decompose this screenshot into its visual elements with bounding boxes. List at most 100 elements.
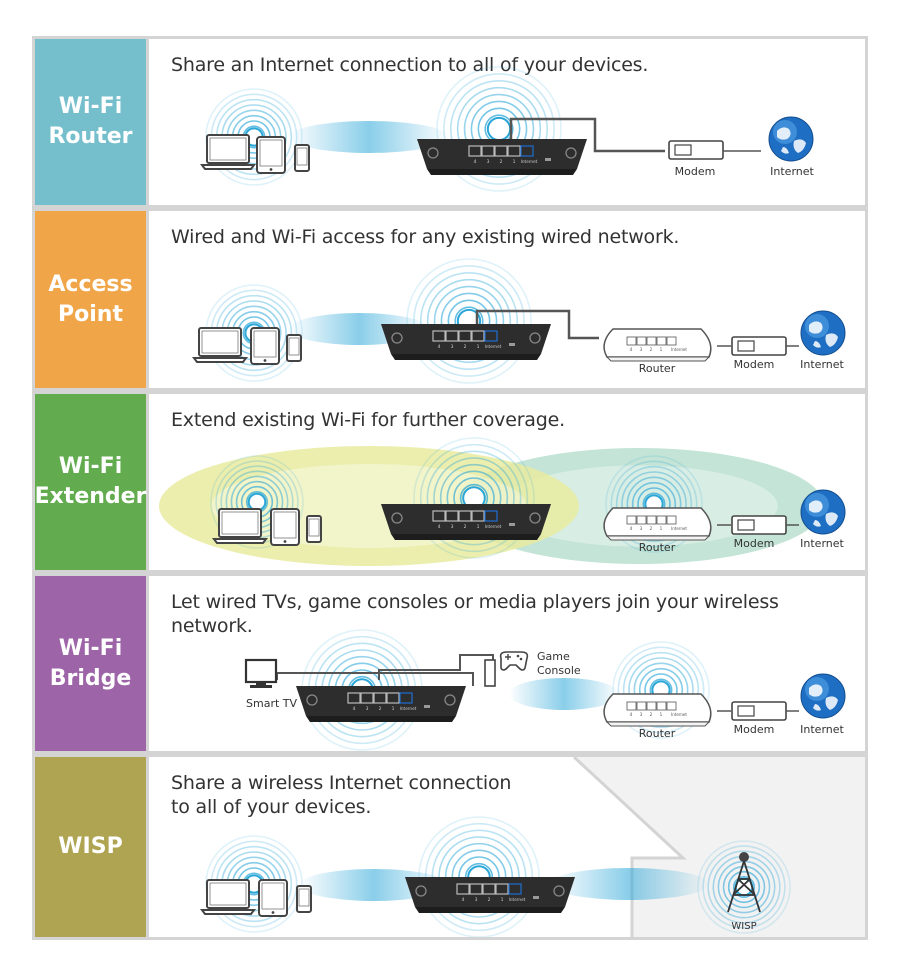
router-port bbox=[656, 336, 667, 346]
port-label: 1 bbox=[660, 347, 663, 352]
tv-stand bbox=[250, 685, 272, 688]
tablet-icon bbox=[250, 327, 280, 365]
mode-label-wisp: WISP bbox=[35, 757, 146, 937]
port-label: 4 bbox=[630, 526, 633, 531]
wave-ring bbox=[413, 437, 535, 559]
router-port bbox=[520, 145, 534, 157]
tablet-icon bbox=[258, 879, 288, 917]
tower-frame bbox=[727, 860, 761, 913]
port-label: Internet bbox=[671, 712, 687, 717]
router-port bbox=[666, 701, 677, 711]
globe-outline bbox=[800, 310, 846, 356]
gamepad-icon bbox=[484, 651, 529, 687]
internet-label: Internet bbox=[800, 358, 844, 371]
port-label: 4 bbox=[474, 159, 477, 165]
mode-row-access-point: Access Point Wired and Wi-Fi access for … bbox=[32, 208, 868, 391]
mode-description: Let wired TVs, game consoles or media pl… bbox=[171, 591, 779, 637]
router-knob bbox=[565, 147, 577, 159]
modem-label: Modem bbox=[734, 358, 775, 371]
router-label: Router bbox=[639, 727, 676, 740]
phone-screen bbox=[298, 888, 310, 907]
game-console-label: Game Console bbox=[537, 650, 581, 677]
router-port bbox=[626, 701, 637, 711]
port-label: 4 bbox=[353, 706, 356, 712]
mode-panel-extender: Extend existing Wi-Fi for further covera… bbox=[149, 394, 865, 570]
tablet-icon bbox=[256, 136, 286, 174]
router-body bbox=[381, 324, 551, 354]
wave-ring bbox=[727, 870, 761, 904]
router-port bbox=[666, 515, 677, 525]
phone-screen bbox=[296, 147, 308, 166]
port-label: 4 bbox=[630, 712, 633, 717]
router-port bbox=[484, 330, 498, 342]
wave-ring bbox=[406, 258, 532, 384]
port-label: 1 bbox=[660, 526, 663, 531]
mode-panel-router: Share an Internet connection to all of y… bbox=[149, 39, 865, 205]
mode-label-extender: Wi-Fi Extender bbox=[35, 394, 146, 570]
tower-top bbox=[739, 852, 749, 862]
port-label: 1 bbox=[513, 159, 516, 165]
router-port bbox=[507, 145, 521, 157]
router-port bbox=[347, 692, 361, 704]
router-base bbox=[415, 907, 565, 913]
tablet-screen bbox=[261, 882, 285, 910]
wave-ring bbox=[697, 840, 791, 934]
router-port bbox=[469, 883, 483, 895]
router-port bbox=[646, 336, 657, 346]
mode-description: Extend existing Wi-Fi for further covera… bbox=[171, 409, 565, 431]
phone-icon bbox=[296, 885, 312, 913]
wisp-label: WISP bbox=[731, 921, 756, 932]
router-knob bbox=[391, 512, 403, 524]
router-port bbox=[646, 515, 657, 525]
router-port bbox=[386, 692, 400, 704]
tablet-button bbox=[271, 911, 275, 914]
globe-land bbox=[809, 500, 838, 527]
laptop-base bbox=[200, 909, 256, 915]
wave-ring bbox=[615, 465, 693, 543]
port-label: 3 bbox=[640, 526, 643, 531]
router-base bbox=[605, 721, 711, 727]
router-base bbox=[391, 534, 541, 540]
port-label: 1 bbox=[392, 706, 395, 712]
mode-row-wisp: WISP Share a wireless Internet connectio… bbox=[32, 754, 868, 940]
port-label: Internet bbox=[485, 524, 502, 529]
router-label: Router bbox=[639, 362, 676, 375]
globe-icon bbox=[800, 310, 846, 356]
laptop-display bbox=[201, 330, 239, 354]
mode-description: Share an Internet connection to all of y… bbox=[171, 54, 649, 76]
mode-label-bridge: Wi-Fi Bridge bbox=[35, 576, 146, 751]
wave-ring bbox=[210, 455, 304, 549]
gamepad-button bbox=[516, 654, 520, 658]
wave-ring bbox=[449, 79, 549, 179]
port-label: 4 bbox=[630, 347, 633, 352]
router-knob bbox=[553, 885, 565, 897]
modem-port bbox=[737, 705, 755, 717]
port-label: Internet bbox=[521, 159, 538, 164]
wifi-waves-icon bbox=[605, 455, 703, 553]
router-port bbox=[458, 330, 472, 342]
wave-ring bbox=[707, 850, 781, 924]
wave-ring bbox=[426, 450, 522, 546]
modem-port bbox=[737, 519, 755, 531]
wifi-beam bbox=[289, 121, 449, 153]
wifi-waves-icon bbox=[697, 840, 791, 934]
port-label: 3 bbox=[640, 712, 643, 717]
router-port bbox=[432, 510, 446, 522]
router-port bbox=[656, 701, 667, 711]
router-port bbox=[481, 145, 495, 157]
globe-icon bbox=[800, 489, 846, 535]
wave-ring bbox=[419, 271, 519, 371]
wave-ring bbox=[443, 73, 555, 185]
router-port bbox=[508, 883, 522, 895]
port-label: Internet bbox=[671, 526, 687, 531]
router-port bbox=[471, 510, 485, 522]
tablet-button bbox=[269, 168, 273, 171]
router-port bbox=[484, 510, 498, 522]
